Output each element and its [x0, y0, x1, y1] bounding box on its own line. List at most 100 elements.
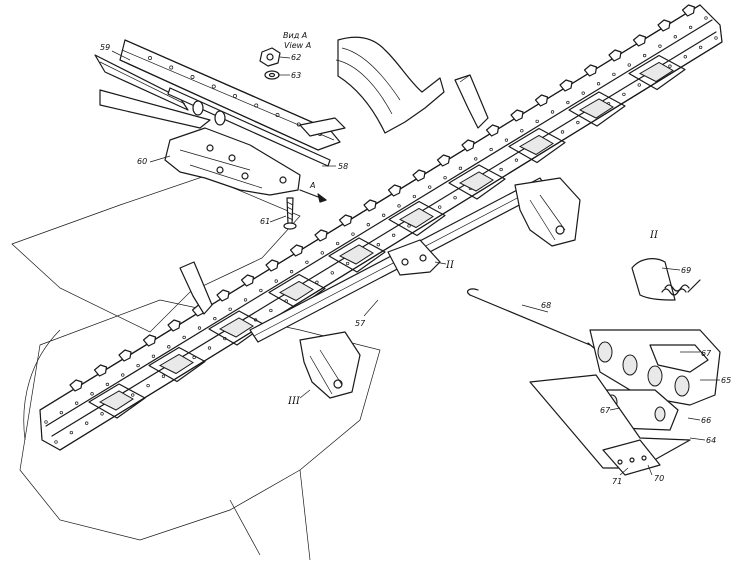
- hinge-tab: [681, 4, 696, 17]
- rivet: [197, 326, 202, 330]
- rivet: [169, 65, 174, 70]
- callout-64: 64: [706, 436, 716, 445]
- lightening-hole: [518, 134, 554, 156]
- rail-59: [94, 54, 211, 129]
- hinge-tab: [69, 379, 83, 392]
- rivet: [54, 440, 58, 444]
- hinge-tab: [240, 274, 255, 287]
- section-mark-ii: II: [445, 260, 455, 271]
- callout-58: 58: [338, 162, 348, 171]
- plate-64: [529, 374, 691, 476]
- rivet: [622, 92, 626, 97]
- hinge-tab: [93, 364, 108, 377]
- rivet: [233, 94, 237, 98]
- hinge-tab: [510, 109, 524, 122]
- rivet: [259, 288, 263, 293]
- hinge-tab: [657, 19, 671, 32]
- rivet: [412, 194, 417, 199]
- rivet: [689, 25, 693, 30]
- hinge-tab: [216, 289, 230, 302]
- rivet: [504, 138, 509, 142]
- rivet: [397, 204, 401, 208]
- hinge-tab: [338, 214, 353, 227]
- main-spar: [39, 4, 723, 451]
- rib-cell: [568, 91, 626, 127]
- bracket-left: [179, 261, 213, 315]
- callout-71: 71: [612, 477, 622, 486]
- lightening-hole: [398, 207, 434, 229]
- rib-cell: [508, 127, 566, 164]
- callout-66: 66: [701, 416, 711, 425]
- hinge-fitting-left: [299, 331, 361, 399]
- nut-62: [259, 47, 281, 67]
- hinge-tab: [118, 349, 132, 362]
- rivet: [443, 176, 447, 180]
- leader-lines: [111, 50, 720, 476]
- callout-67-upper: 67: [701, 349, 712, 358]
- rivet: [458, 166, 463, 170]
- bracket-60: [164, 127, 301, 196]
- hinge-tab: [608, 49, 622, 62]
- rivet: [269, 308, 273, 313]
- hinge-tab: [583, 64, 598, 77]
- rivet: [658, 44, 662, 48]
- callout-60: 60: [137, 157, 147, 166]
- rivet: [182, 335, 186, 340]
- rivet: [136, 363, 140, 368]
- rivet: [499, 167, 503, 172]
- detail-label: II: [649, 230, 659, 241]
- lightening-hole: [278, 280, 314, 302]
- callout-68: 68: [541, 301, 551, 310]
- rivet: [335, 241, 340, 246]
- rivet: [289, 270, 294, 274]
- lightening-hole: [338, 244, 374, 265]
- rivet: [535, 119, 539, 123]
- hinge-strip-58: [119, 39, 346, 151]
- rivet: [105, 382, 110, 387]
- rivet: [627, 63, 631, 67]
- rivet: [550, 110, 555, 114]
- rivet: [683, 55, 687, 59]
- bolt-61: [283, 197, 297, 230]
- rivet: [596, 82, 601, 86]
- rivet: [581, 91, 585, 95]
- hinge-tab: [363, 199, 377, 212]
- hinge-tab: [289, 244, 304, 257]
- hinge-tab: [387, 184, 402, 197]
- lightening-hole: [458, 171, 494, 192]
- rivet: [438, 205, 442, 209]
- rivet: [85, 421, 89, 425]
- rivet: [642, 53, 647, 58]
- rivet: [382, 213, 386, 217]
- lightening-hole: [638, 61, 674, 83]
- labels: Вид А View A A II 59 62 63 60 58 61 57 6…: [100, 31, 731, 486]
- hinge-tab: [632, 34, 647, 47]
- rivet: [520, 129, 524, 133]
- hinge-tab: [436, 154, 451, 167]
- rivet: [704, 16, 708, 20]
- rivet: [121, 373, 125, 377]
- rib-cell: [268, 273, 326, 310]
- rivet: [228, 307, 232, 311]
- rivet: [699, 45, 703, 50]
- rib-cell: [148, 346, 206, 383]
- rivet: [474, 157, 478, 161]
- callout-65: 65: [721, 376, 731, 385]
- rivet: [514, 158, 519, 162]
- section-mark-iii: III: [287, 396, 301, 407]
- hinge-tab: [314, 229, 328, 242]
- rivet: [392, 233, 396, 237]
- rivet: [275, 113, 280, 117]
- rivet: [211, 84, 216, 89]
- rivet: [167, 345, 171, 349]
- hinge-tab: [559, 79, 573, 92]
- rivet: [213, 317, 217, 321]
- rivet: [44, 420, 48, 424]
- rivet: [100, 412, 104, 416]
- rivet: [330, 271, 334, 275]
- callout-57: 57: [355, 319, 366, 328]
- arrow-label: A: [309, 181, 315, 190]
- view-label-line2: View A: [284, 41, 311, 50]
- view-arrow-A: [299, 189, 327, 203]
